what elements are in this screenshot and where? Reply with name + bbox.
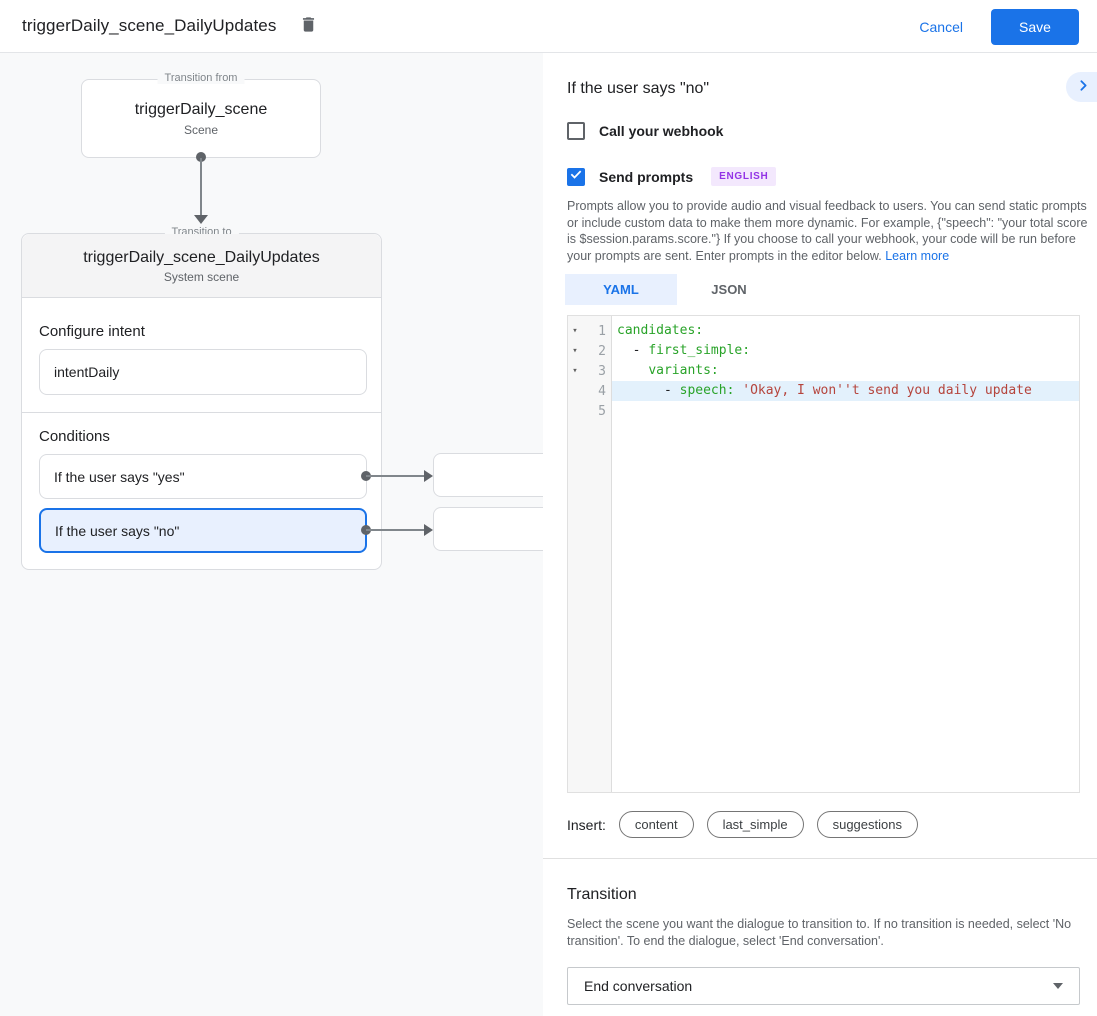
connector-line [366,475,424,477]
from-scene-name: triggerDaily_scene [134,101,268,118]
tab-json[interactable]: JSON [711,282,747,297]
intent-value: intentDaily [54,364,120,380]
condition-row-yes[interactable]: If the user says "yes" [39,454,367,499]
transition-select-value: End conversation [584,978,693,994]
code-line[interactable]: candidates: [612,321,1079,341]
to-scene-type: System scene [163,270,240,284]
code-token: variants: [648,363,719,378]
prompts-description-text: Prompts allow you to provide audio and v… [567,199,1088,263]
code-token: - [617,383,680,398]
insert-row: Insert: content last_simple suggestions [567,811,918,838]
chevron-right-icon [1075,77,1092,97]
line-number: 2 [598,343,606,359]
arrow-line [200,158,202,215]
send-prompts-label: Send prompts [599,168,694,185]
transition-select[interactable]: End conversation [567,967,1080,1005]
fold-arrow-icon[interactable]: ▾ [572,366,578,376]
webhook-label: Call your webhook [599,123,724,139]
code-token: candidates: [617,323,704,338]
page-title: triggerDaily_scene_DailyUpdates [22,16,277,35]
webhook-checkbox[interactable] [567,122,585,140]
code-line[interactable]: - first_simple: [612,341,1079,361]
delete-scene-button[interactable] [294,12,322,40]
fold-arrow-icon[interactable]: ▾ [572,326,578,336]
to-scene-header[interactable]: triggerDaily_scene_DailyUpdates System s… [22,234,381,298]
code-token: first_simple: [648,343,751,358]
transition-from-legend: Transition from [157,72,245,84]
insert-chip-content[interactable]: content [618,811,694,838]
scene-diagram-canvas: Transition from triggerDaily_scene Scene… [0,53,543,1016]
insert-label: Insert: [567,816,606,833]
line-number: 3 [598,363,606,379]
arrow-origin-dot [196,152,206,162]
language-badge: ENGLISH [711,167,777,186]
gutter-line: ▾2 [568,341,611,361]
condition-yes-label: If the user says "yes" [54,468,185,485]
condition-target-node[interactable] [433,453,543,497]
code-token: 'Okay, I won''t send you daily update [742,383,1032,398]
send-prompts-checkbox-row[interactable]: Send prompts ENGLISH [567,167,777,186]
connector-line [366,529,424,531]
code-token: speech: [679,383,735,398]
transition-section-divider [543,858,1097,859]
conditions-label: Conditions [39,428,110,445]
transition-to-node: Transition to triggerDaily_scene_DailyUp… [21,226,382,570]
code-token: - [617,343,649,358]
code-token [617,363,648,378]
arrow-head-right-icon [424,470,433,482]
send-prompts-checkbox[interactable] [567,167,585,186]
insert-chip-suggestions[interactable]: suggestions [816,811,918,838]
transition-from-node[interactable]: Transition from triggerDaily_scene Scene [81,72,321,158]
editor-code[interactable]: candidates: - first_simple: variants: - … [612,316,1079,792]
gutter-line: ▾3 [568,361,611,381]
save-button[interactable]: Save [991,8,1079,45]
intent-field[interactable]: intentDaily [39,349,367,395]
tab-yaml[interactable]: YAML [565,274,677,305]
trash-icon [299,15,318,37]
topbar-actions: Cancel Save [919,0,1079,53]
code-line[interactable]: - speech: 'Okay, I won''t send you daily… [612,381,1079,401]
collapse-panel-button[interactable] [1066,72,1097,102]
editor-format-tabs: YAML JSON [565,274,781,305]
line-number: 1 [598,323,606,339]
transition-title: Transition [567,886,637,903]
top-bar: triggerDaily_scene_DailyUpdates Cancel S… [0,0,1097,53]
gutter-line: ▾1 [568,321,611,341]
line-number: 4 [598,383,606,399]
to-scene-name: triggerDaily_scene_DailyUpdates [83,249,320,266]
learn-more-link[interactable]: Learn more [885,248,950,263]
condition-row-no[interactable]: If the user says "no" [39,508,367,553]
insert-chip-last-simple[interactable]: last_simple [706,811,804,838]
condition-detail-panel: If the user says "no" Call your webhook … [543,53,1097,1016]
configure-intent-label: Configure intent [39,323,145,340]
transition-description: Select the scene you want the dialogue t… [567,917,1072,948]
condition-no-label: If the user says "no" [55,522,180,539]
arrow-head-down-icon [194,215,208,224]
panel-title: If the user says "no" [567,80,710,97]
condition-target-node[interactable] [433,507,543,551]
line-number: 5 [598,403,606,419]
dropdown-caret-icon [1053,983,1063,989]
gutter-line: 4 [568,381,611,401]
from-scene-type: Scene [183,123,219,137]
arrow-head-right-icon [424,524,433,536]
webhook-checkbox-row[interactable]: Call your webhook [567,122,723,140]
fold-arrow-icon[interactable]: ▾ [572,346,578,356]
checkmark-icon [569,167,583,186]
gutter-line: 5 [568,401,611,421]
code-line[interactable] [612,401,1079,421]
code-line[interactable]: variants: [612,361,1079,381]
cancel-button[interactable]: Cancel [919,18,963,35]
section-divider [22,412,381,413]
prompts-description: Prompts allow you to provide audio and v… [567,198,1097,264]
